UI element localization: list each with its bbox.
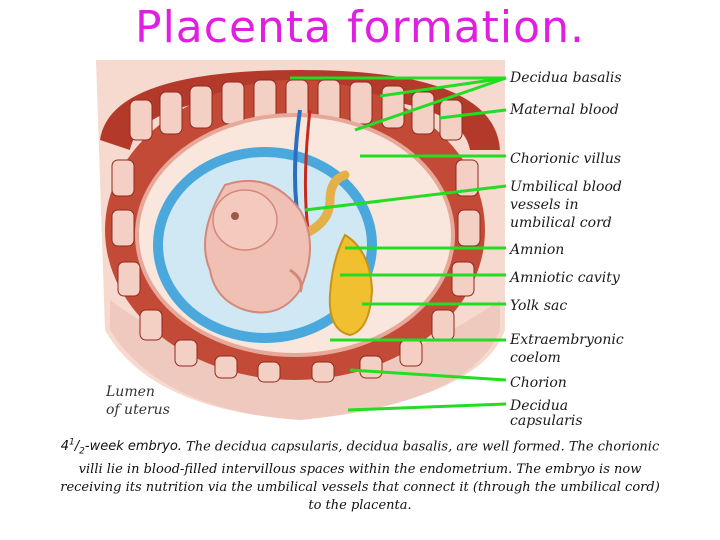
label-umbilical-1: Umbilical blood (510, 179, 622, 196)
age-rest: -week embryo. (85, 439, 182, 454)
label-amnion: Amnion (510, 242, 564, 259)
lumen-line-2: of uterus (106, 401, 170, 419)
label-amniotic-cavity: Amniotic cavity (510, 270, 620, 287)
embryo-head (213, 190, 277, 250)
label-chorionic-villus: Chorionic villus (510, 151, 621, 168)
caption-line-1: 41/2-week embryo. The decidua capsularis… (0, 434, 720, 461)
label-decidua-capsularis-2: capsularis (510, 413, 583, 430)
figure-caption: 41/2-week embryo. The decidua capsularis… (0, 434, 720, 515)
caption-age: 41/2-week embryo. (61, 439, 182, 454)
caption-line-4: to the placenta. (0, 497, 720, 515)
label-extraembryonic-2: coelom (510, 350, 561, 367)
label-lumen-of-uterus: Lumen of uterus (106, 383, 170, 419)
label-decidua-basalis: Decidua basalis (510, 70, 622, 87)
label-chorion: Chorion (510, 375, 567, 392)
caption-line-1-text: The decidua capsularis, decidua basalis,… (182, 439, 659, 454)
placenta-diagram (0, 0, 720, 440)
label-umbilical-2: vessels in (510, 197, 578, 214)
age-numerator: 1 (69, 438, 75, 448)
embryo-eye (231, 212, 239, 220)
label-umbilical-3: umbilical cord (510, 215, 612, 232)
label-maternal-blood: Maternal blood (510, 102, 619, 119)
caption-line-3: receiving its nutrition via the umbilica… (0, 479, 720, 497)
age-whole: 4 (61, 439, 69, 454)
caption-line-2: villi lie in blood-filled intervillous s… (0, 461, 720, 479)
lumen-line-1: Lumen (106, 383, 170, 401)
label-extraembryonic-1: Extraembryonic (510, 332, 624, 349)
label-yolk-sac: Yolk sac (510, 298, 567, 315)
